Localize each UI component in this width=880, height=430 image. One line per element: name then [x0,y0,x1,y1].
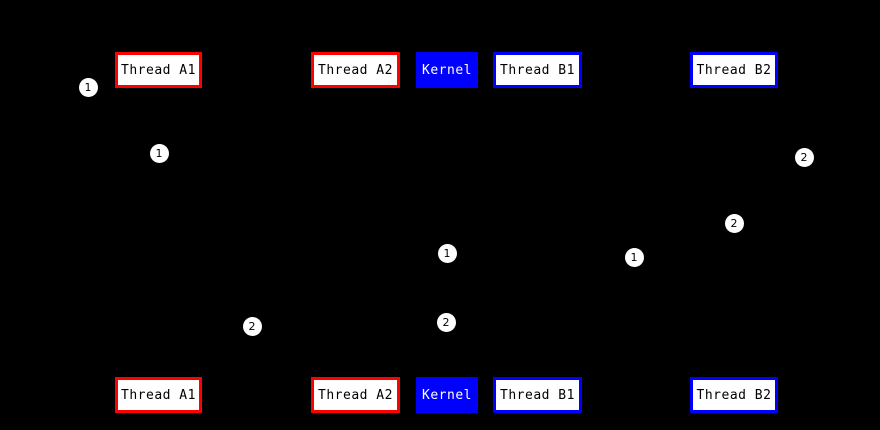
message-arrowhead-1 [348,184,355,192]
message-arrowhead-3 [537,252,544,260]
participant-header-kernel[interactable]: Kernel [416,52,478,88]
sequence-badge: 1 [437,243,457,263]
participant-label: Thread B1 [500,387,575,403]
lifeline-thread-a1 [158,88,159,377]
sequence-badge: 1 [149,143,169,163]
sequence-badge: 2 [794,147,814,167]
sequence-badge: 1 [78,77,98,97]
participant-label: Thread A1 [121,387,196,403]
participant-label: Kernel [422,387,472,403]
participant-header-thread-b1[interactable]: Thread B1 [493,52,582,88]
sequence-badge: 1 [624,247,644,267]
participant-label: Thread A2 [318,387,393,403]
lifeline-kernel [446,88,447,377]
lifeline-thread-a2 [355,88,356,377]
participant-label: Thread B1 [500,62,575,78]
sequence-badge: 2 [242,316,262,336]
self-message-2 [734,190,756,191]
lifeline-thread-b1 [537,88,538,377]
message-arrowhead-5 [439,351,446,359]
lifeline-thread-b2 [734,88,735,377]
self-message-4 [446,288,468,289]
participant-footer-kernel[interactable]: Kernel [416,377,478,413]
message-line-5 [355,355,446,356]
participant-header-thread-b2[interactable]: Thread B2 [690,52,778,88]
participant-footer-thread-a2[interactable]: Thread A2 [311,377,400,413]
message-line-1 [158,188,355,189]
participant-label: Thread B2 [696,387,772,403]
participant-footer-thread-a1[interactable]: Thread A1 [115,377,202,413]
self-message-0 [158,120,180,121]
sequence-badge: 2 [436,312,456,332]
participant-label: Kernel [422,62,472,78]
participant-label: Thread A2 [318,62,393,78]
participant-label: Thread A1 [121,62,196,78]
participant-label: Thread B2 [696,62,772,78]
participant-header-thread-a2[interactable]: Thread A2 [311,52,400,88]
participant-header-thread-a1[interactable]: Thread A1 [115,52,202,88]
sequence-badge: 2 [724,213,744,233]
participant-footer-thread-b2[interactable]: Thread B2 [690,377,778,413]
participant-footer-thread-b1[interactable]: Thread B1 [493,377,582,413]
